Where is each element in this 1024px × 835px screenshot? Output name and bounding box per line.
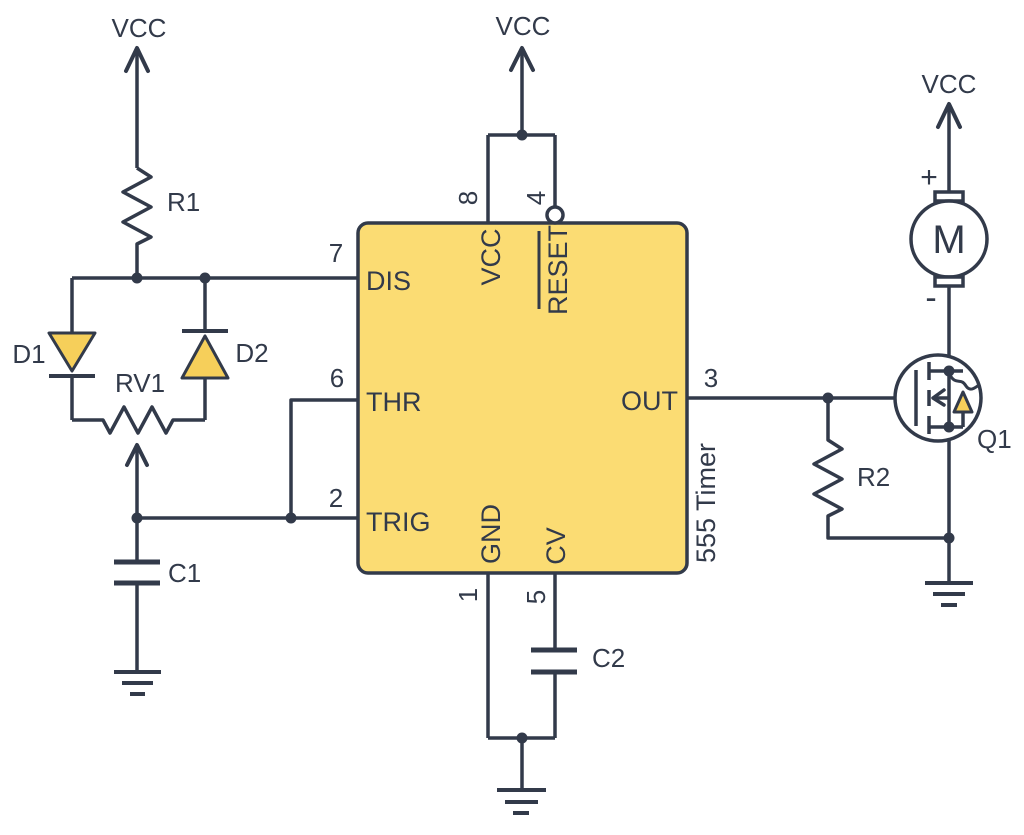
power-flag-vcc-left: VCC bbox=[112, 13, 167, 168]
wire-gnd-cv-net: 1 5 bbox=[453, 573, 557, 738]
resistor-zigzag bbox=[121, 166, 153, 278]
c2-label: C2 bbox=[592, 643, 625, 673]
r1-label: R1 bbox=[167, 187, 200, 217]
ground-center bbox=[488, 732, 555, 815]
wire-out-net: 3 bbox=[687, 363, 916, 404]
pin-label-out: OUT bbox=[621, 386, 678, 416]
pin-number-6: 6 bbox=[330, 363, 344, 393]
r2-label: R2 bbox=[857, 462, 890, 492]
junction-dot bbox=[285, 512, 297, 524]
d2-label: D2 bbox=[235, 338, 268, 368]
pin-number-1: 1 bbox=[453, 588, 483, 602]
pin-number-7: 7 bbox=[329, 238, 343, 268]
pin-label-vcc: VCC bbox=[476, 228, 506, 285]
capacitor-c2: C2 bbox=[531, 643, 625, 738]
vcc-label: VCC bbox=[922, 69, 977, 99]
pin-number-2: 2 bbox=[329, 483, 343, 513]
wire-trig-net: 6 2 bbox=[131, 363, 358, 524]
resistor-zigzag bbox=[812, 398, 949, 540]
motor-terminal bbox=[933, 275, 965, 288]
pin-number-3: 3 bbox=[704, 363, 718, 393]
junction-dot bbox=[943, 365, 955, 377]
ground-tie bbox=[488, 736, 555, 790]
body-tap bbox=[936, 371, 951, 427]
c1-label: C1 bbox=[168, 558, 201, 588]
ic-name-label: 555 Timer bbox=[691, 443, 721, 563]
up-arrow-icon bbox=[936, 102, 962, 129]
motor-minus-label: - bbox=[925, 279, 936, 317]
motor-letter: M bbox=[932, 218, 965, 262]
reset-inversion-bubble bbox=[545, 205, 565, 225]
junction-dot bbox=[943, 421, 955, 433]
rv1-label: RV1 bbox=[115, 368, 165, 398]
diode-triangle bbox=[180, 334, 230, 380]
thr-branch bbox=[289, 398, 358, 518]
wiper-arrow-icon bbox=[125, 443, 149, 467]
mosfet-q1: Q1 bbox=[893, 286, 1012, 538]
pin-label-gnd: GND bbox=[476, 504, 506, 564]
motor-plus-label: + bbox=[920, 161, 938, 194]
wire-dis-net: 7 bbox=[72, 238, 358, 284]
resistor-r1: R1 bbox=[121, 166, 200, 278]
vcc-label: VCC bbox=[496, 11, 551, 41]
junction-dot bbox=[516, 129, 528, 141]
body-diode-cathode-curve bbox=[948, 374, 980, 391]
junction-dot bbox=[131, 272, 143, 284]
pin-label-trig: TRIG bbox=[366, 507, 431, 537]
channel-arrow-icon bbox=[931, 388, 946, 407]
ground-right bbox=[925, 532, 973, 607]
diode-triangle bbox=[47, 331, 97, 373]
pin-number-4: 4 bbox=[521, 191, 551, 205]
supply-branch bbox=[486, 133, 557, 223]
ground-left bbox=[114, 670, 161, 696]
vcc-label: VCC bbox=[112, 13, 167, 43]
pin-number-8: 8 bbox=[453, 191, 483, 205]
diode-d1: D1 bbox=[12, 278, 97, 420]
power-flag-vcc-right: VCC bbox=[922, 69, 977, 192]
rv1-body bbox=[72, 405, 205, 435]
pin-label-reset: RESET bbox=[543, 225, 573, 315]
pin-label-cv: CV bbox=[541, 527, 571, 565]
pin-label-thr: THR bbox=[366, 387, 422, 417]
motor-m: + M - bbox=[909, 161, 989, 317]
pin-label-dis: DIS bbox=[366, 266, 411, 296]
power-flag-vcc-mid: VCC 8 4 bbox=[453, 11, 557, 223]
ic-555-timer: DIS THR TRIG OUT VCC RESET GND CV 555 Ti… bbox=[356, 205, 721, 575]
junction-dot bbox=[516, 732, 528, 744]
resistor-r2: R2 bbox=[812, 398, 949, 540]
potentiometer-rv1: RV1 bbox=[72, 368, 205, 518]
pin-number-5: 5 bbox=[521, 590, 551, 604]
diode-d2: D2 bbox=[180, 278, 269, 420]
up-arrow-icon bbox=[509, 46, 535, 72]
capacitor-c1: C1 bbox=[114, 518, 201, 672]
d1-label: D1 bbox=[12, 339, 45, 369]
q1-label: Q1 bbox=[977, 424, 1012, 454]
up-arrow-icon bbox=[124, 46, 150, 73]
